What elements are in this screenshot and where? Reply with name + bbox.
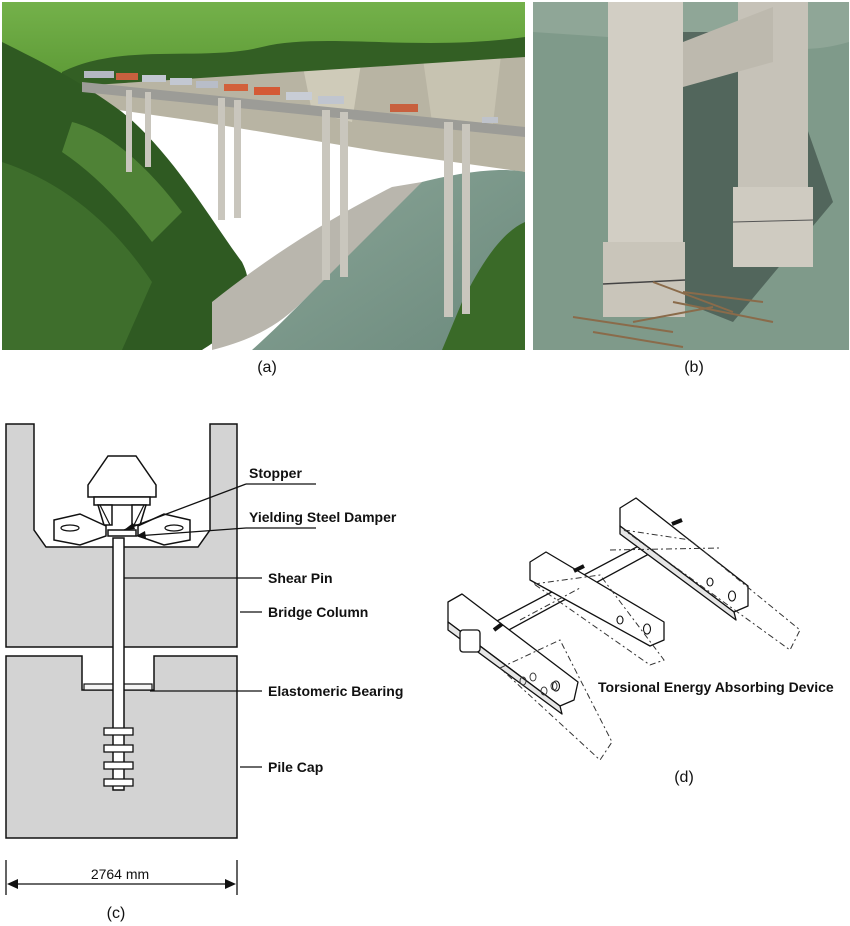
stopper-head-shape — [87, 455, 157, 498]
viaduct-photo-illustration — [2, 2, 525, 350]
label-stopper: Stopper — [249, 465, 302, 481]
driftwood-debris-illustration — [572, 281, 774, 348]
photo-b-pier-base — [533, 2, 849, 350]
shear-pin-shape — [112, 537, 125, 791]
middle-arm-plate — [529, 551, 665, 647]
pier-base-photo-illustration — [533, 2, 849, 350]
caption-b: (b) — [684, 359, 704, 376]
train-illustration — [84, 71, 498, 123]
caption-a: (a) — [257, 359, 277, 376]
yielding-damper-left — [53, 513, 107, 546]
viaduct-piers-illustration — [126, 90, 470, 317]
label-pile-cap: Pile Cap — [268, 759, 323, 775]
label-yielding-steel-damper: Yielding Steel Damper — [249, 509, 397, 525]
rocking-pier-diagram: Stopper Yielding Steel Damper Shear Pin … — [5, 423, 403, 895]
label-elastomeric-bearing: Elastomeric Bearing — [268, 683, 403, 699]
caption-c: (c) — [106, 905, 126, 922]
caption-d: (d) — [674, 769, 694, 786]
photo-a-viaduct — [2, 2, 525, 350]
label-torsional-device: Torsional Energy Absorbing Device — [598, 679, 834, 695]
label-bridge-column: Bridge Column — [268, 604, 368, 620]
torsional-device-diagram: Torsional Energy Absorbing Device — [447, 497, 834, 761]
label-shear-pin: Shear Pin — [268, 570, 333, 586]
dimension-width: 2764 mm — [91, 866, 149, 882]
